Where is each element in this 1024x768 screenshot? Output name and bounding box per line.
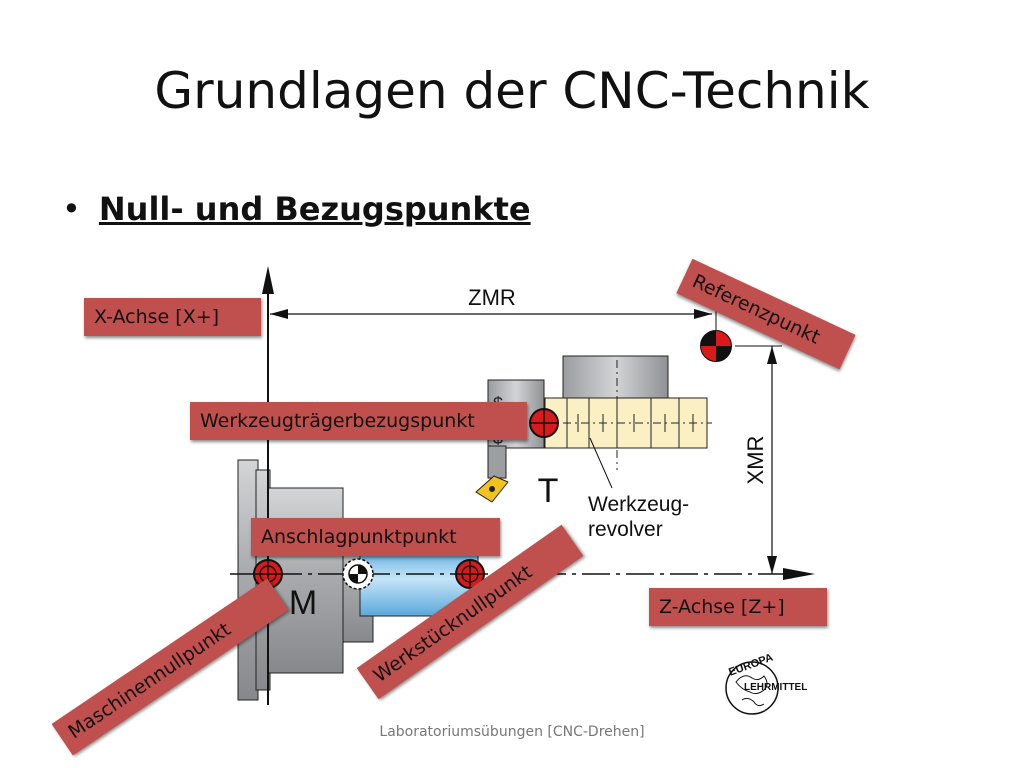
xmr-label: XMR <box>743 436 768 485</box>
bullet-symbol: • <box>62 190 81 228</box>
tool-carrier-reference-label: Werkzeugträgerbezugspunkt <box>190 402 527 440</box>
turret-body <box>562 355 669 399</box>
reference-point-icon <box>700 330 732 362</box>
europa-lehrmittel-logo: EUROPA LEHRMITTEL <box>725 652 807 715</box>
bullet-text: Null- und Bezugspunkte <box>98 190 531 228</box>
slide-title: Grundlagen der CNC-Technik <box>154 62 870 120</box>
tool-holder: $ $ <box>475 379 545 503</box>
z-axis-label: Z-Achse [Z+] <box>649 588 827 626</box>
slide-footer: Laboratoriumsübungen [CNC-Drehen] <box>379 724 645 740</box>
tool-label-t: T <box>538 472 559 510</box>
logo-lehrmittel-text: LEHRMITTEL <box>744 682 807 693</box>
tool-revolver <box>544 360 712 470</box>
bullet-heading: • Null- und Bezugspunkte <box>62 190 531 228</box>
x-axis-arrow <box>262 266 274 705</box>
stop-point-icon <box>342 558 374 590</box>
revolver-label-line2: revolver <box>588 518 663 541</box>
revolver-leader-line <box>589 437 613 489</box>
x-axis-label: X-Achse [X+] <box>84 298 261 336</box>
tool-carrier-point-icon <box>529 408 559 438</box>
zmr-label: ZMR <box>468 285 516 310</box>
revolver-label-line1: Werkzeug- <box>588 493 689 516</box>
stop-point-label: Anschlagpunktpunkt <box>251 518 500 556</box>
machine-label-m: M <box>289 584 317 622</box>
xmr-dimension <box>735 345 782 574</box>
